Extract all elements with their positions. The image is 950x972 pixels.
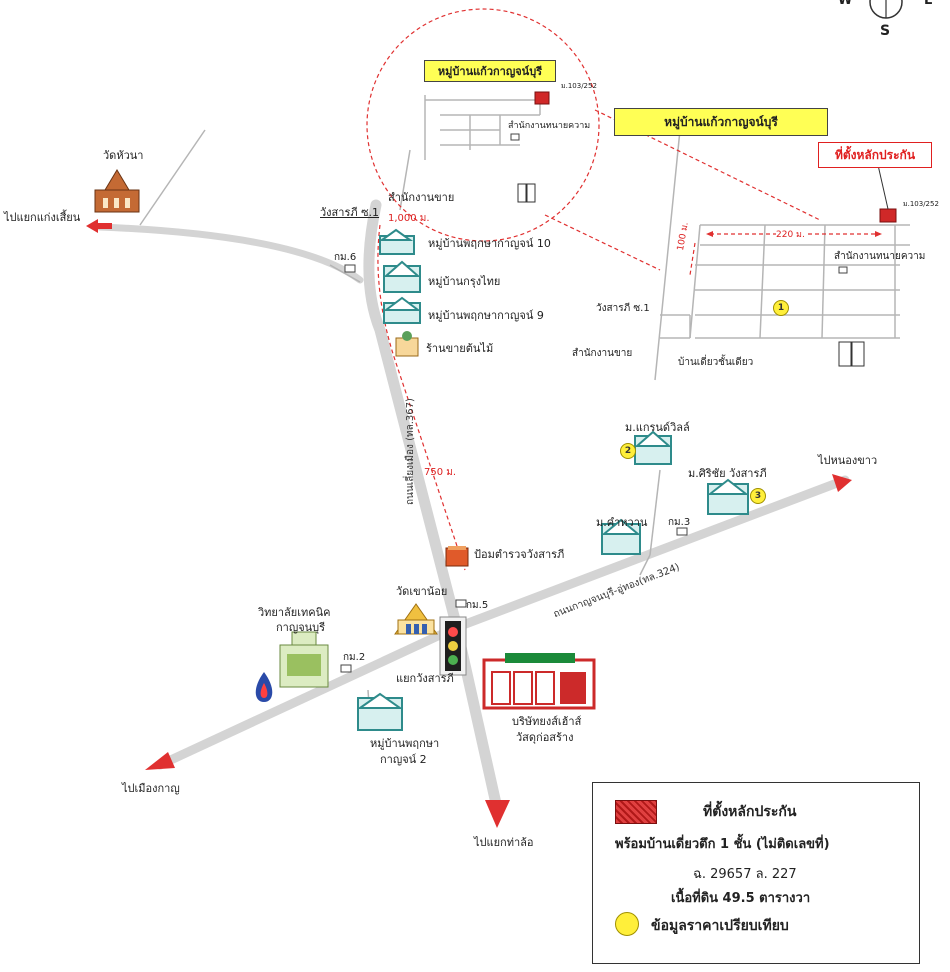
legend-collateral-swatch bbox=[615, 800, 657, 824]
legend-area-label: เนื้อที่ดิน 49.5 ตารางวา bbox=[671, 891, 811, 906]
inset-collateral-parcel bbox=[534, 91, 550, 105]
legend-deed-label: ฉ. 29657 ล. 227 bbox=[693, 867, 797, 882]
house-icons bbox=[356, 228, 749, 731]
compass-south: S bbox=[880, 23, 891, 39]
pruksa10-label: หมู่บ้านพฤกษากาญจน์ 10 bbox=[428, 237, 551, 250]
temple-khao-noi-icon bbox=[394, 603, 438, 635]
minor-roads bbox=[139, 95, 910, 721]
wat-hua-na-label: วัดหัวนา bbox=[103, 149, 144, 162]
house-grandville-icon bbox=[634, 430, 672, 465]
main-sales-office-label: สำนักงานขาย bbox=[388, 191, 455, 204]
detail-lawyer-office: สำนักงานทนายความ bbox=[834, 251, 926, 262]
house-khamwan-icon bbox=[601, 518, 641, 555]
compass-east: E bbox=[924, 0, 933, 8]
house-pruksa10-icon bbox=[378, 228, 415, 255]
distance-220: 220 ม. bbox=[776, 230, 805, 241]
legend-comparison-icon bbox=[615, 912, 639, 936]
compass-west: W bbox=[838, 0, 853, 8]
condo-icon-inset bbox=[517, 183, 536, 203]
detail-soi-label: วังสารภี ซ.1 bbox=[596, 303, 650, 314]
comparison-marker-2: 2 bbox=[620, 443, 636, 459]
road-324 bbox=[155, 475, 850, 770]
house-sirichai-icon bbox=[707, 478, 749, 515]
arrow-to-tha-lo-icon bbox=[485, 800, 510, 828]
arrow-to-kaeng-sian-icon bbox=[86, 219, 98, 233]
road-to-kaeng-sian bbox=[96, 223, 364, 284]
distance-1000: 1,000 ม. bbox=[388, 213, 430, 224]
km-post-icons bbox=[340, 133, 848, 673]
collateral-location-box: ที่ตั้งหลักประกัน bbox=[818, 142, 932, 168]
pruksa2-label-2: กาญจน์ 2 bbox=[380, 753, 427, 766]
house-pruksa9-icon bbox=[383, 296, 421, 324]
km3-label: กม.3 bbox=[668, 517, 691, 528]
comparison-marker-1: 1 bbox=[773, 300, 789, 316]
to-tha-lo-label: ไปแยกท่าล้อ bbox=[474, 836, 534, 849]
to-kaeng-sian-label: ไปแยกแก่งเสี้ยน bbox=[4, 211, 81, 224]
inset-village-label: หมู่บ้านแก้วกาญจน์บุรี bbox=[424, 60, 556, 82]
road-367-label: ถนนเลี่ยงเมือง (ทล.367) bbox=[405, 398, 416, 505]
direction-arrows bbox=[86, 219, 852, 828]
tech-college-icon bbox=[279, 631, 329, 688]
tree-shop-icon bbox=[395, 331, 419, 357]
detail-sales-office: สำนักงานขาย bbox=[572, 348, 633, 359]
pruksa2-label-1: หมู่บ้านพฤกษา bbox=[370, 737, 440, 750]
arrow-to-nong-khao-icon bbox=[832, 474, 852, 492]
km5-label: กม.5 bbox=[466, 600, 489, 611]
detail-collateral-parcel bbox=[879, 208, 897, 223]
tech-college-label-2: กาญจนบุรี bbox=[276, 621, 326, 634]
grandville-label: ม.แกรนด์วิลล์ bbox=[625, 421, 690, 434]
police-box-label: ป้อมตำรวจวังสารภี bbox=[474, 548, 565, 561]
gas-station-icon bbox=[255, 672, 273, 702]
road-367 bbox=[363, 199, 503, 814]
pruksa9-label: หมู่บ้านพฤกษากาญจน์ 9 bbox=[428, 309, 544, 322]
temple-hua-na-icon bbox=[94, 169, 140, 213]
legend-collateral-label: ที่ตั้งหลักประกัน bbox=[703, 804, 797, 820]
detail-parcel-number: ม.103/252 bbox=[903, 200, 939, 208]
wat-khao-noi-label: วัดเขาน้อย bbox=[396, 585, 448, 598]
store-building-icon bbox=[482, 653, 596, 710]
soi-1-label: วังสารภี ซ.1 bbox=[320, 206, 380, 219]
distance-750: 750 ม. bbox=[424, 467, 457, 478]
to-mueang-kan-label: ไปเมืองกาญ bbox=[122, 782, 180, 795]
police-box-icon bbox=[445, 546, 469, 567]
sirichai-label: ม.ศิริชัย วังสารภี bbox=[688, 467, 767, 480]
house-krungthai-icon bbox=[383, 260, 421, 293]
condo-icon-detail bbox=[838, 341, 865, 367]
inset-lawyer-office: สำนักงานทนายความ bbox=[508, 121, 591, 131]
tree-shop-label: ร้านขายต้นไม้ bbox=[426, 342, 494, 355]
krungthai-label: หมู่บ้านกรุงไทย bbox=[428, 275, 501, 288]
house-pruksa2-icon bbox=[356, 692, 404, 731]
company-label-1: บริษัทยงส์เฮ้าส์ bbox=[512, 715, 582, 728]
legend-comparison-label: ข้อมูลราคาเปรียบเทียบ bbox=[651, 918, 789, 934]
legend-house-label: พร้อมบ้านเดี่ยวตึก 1 ชั้น (ไม่ติดเลขที่) bbox=[615, 837, 830, 852]
detail-village-label: หมู่บ้านแก้วกาญจน์บุรี bbox=[614, 108, 828, 136]
company-label-2: วัสดุก่อสร้าง bbox=[516, 731, 574, 744]
kham-wan-label: ม.คำหวาน bbox=[596, 516, 648, 529]
km2-label: กม.2 bbox=[343, 652, 366, 663]
intersection-label: แยกวังสารภี bbox=[396, 672, 454, 685]
traffic-light-icon bbox=[439, 616, 467, 676]
detail-single-house: บ้านเดี่ยวชั้นเดียว bbox=[678, 357, 754, 368]
km6-label: กม.6 bbox=[334, 252, 357, 263]
inset-parcel-number: ม.103/252 bbox=[561, 82, 597, 90]
map-legend: ที่ตั้งหลักประกัน พร้อมบ้านเดี่ยวตึก 1 ช… bbox=[592, 782, 920, 964]
comparison-marker-3: 3 bbox=[750, 488, 766, 504]
to-nong-khao-label: ไปหนองขาว bbox=[818, 454, 878, 467]
arrow-to-mueang-kan-icon bbox=[145, 752, 175, 770]
dimension-ticks bbox=[706, 231, 882, 237]
tech-college-label-1: วิทยาลัยเทคนิค bbox=[258, 606, 331, 619]
compass-icon bbox=[869, 0, 903, 19]
